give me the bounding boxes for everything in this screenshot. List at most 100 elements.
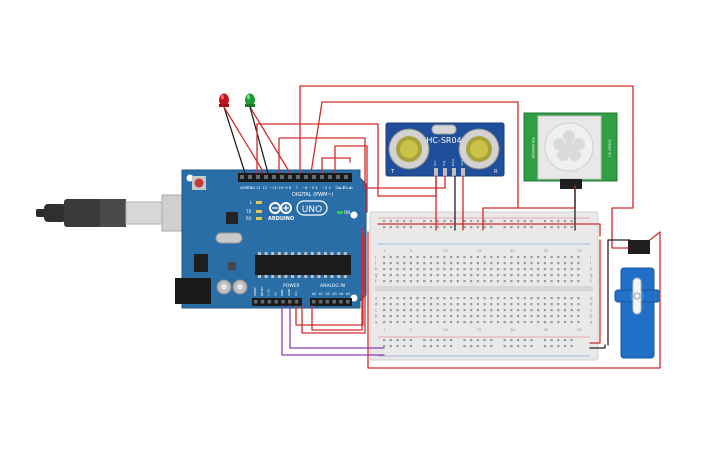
breadboard-hole[interactable] (543, 309, 546, 312)
breadboard-hole[interactable] (423, 309, 426, 312)
breadboard-hole[interactable] (510, 309, 513, 312)
breadboard-hole[interactable] (510, 315, 513, 318)
breadboard-hole[interactable] (517, 220, 520, 223)
breadboard-hole[interactable] (476, 268, 479, 271)
breadboard-hole[interactable] (510, 226, 513, 229)
breadboard-hole[interactable] (383, 297, 386, 300)
breadboard-hole[interactable] (490, 309, 493, 312)
breadboard-hole[interactable] (409, 309, 412, 312)
breadboard-hole[interactable] (503, 303, 506, 306)
breadboard-hole[interactable] (563, 303, 567, 306)
power-header-pin[interactable] (260, 300, 265, 304)
breadboard-hole[interactable] (470, 315, 473, 318)
breadboard-hole[interactable] (510, 268, 513, 271)
breadboard-hole[interactable] (523, 274, 526, 277)
breadboard-hole[interactable] (496, 297, 500, 300)
sensor-pin[interactable] (434, 168, 438, 176)
breadboard-hole[interactable] (530, 345, 533, 348)
breadboard-hole[interactable] (429, 220, 433, 223)
breadboard-hole[interactable] (510, 321, 513, 324)
breadboard-hole[interactable] (409, 303, 412, 306)
breadboard-hole[interactable] (470, 303, 473, 306)
breadboard-hole[interactable] (383, 280, 386, 283)
breadboard-hole[interactable] (443, 303, 446, 306)
breadboard-hole[interactable] (570, 280, 573, 283)
breadboard-hole[interactable] (409, 226, 412, 229)
breadboard-hole[interactable] (476, 303, 479, 306)
breadboard-hole[interactable] (503, 309, 506, 312)
breadboard-hole[interactable] (490, 339, 493, 342)
breadboard-hole[interactable] (409, 297, 412, 300)
breadboard-hole[interactable] (389, 256, 392, 259)
breadboard-hole[interactable] (543, 345, 546, 348)
breadboard-hole[interactable] (517, 297, 520, 300)
breadboard-hole[interactable] (389, 315, 392, 318)
breadboard-hole[interactable] (550, 339, 553, 342)
breadboard-hole[interactable] (543, 280, 546, 283)
breadboard-hole[interactable] (570, 226, 573, 229)
breadboard-hole[interactable] (389, 220, 392, 223)
sensor-pin[interactable] (461, 168, 465, 176)
breadboard-hole[interactable] (403, 256, 406, 259)
breadboard-hole[interactable] (443, 274, 446, 277)
breadboard-hole[interactable] (436, 309, 439, 312)
breadboard-hole[interactable] (409, 220, 412, 223)
breadboard-hole[interactable] (470, 280, 473, 283)
breadboard-hole[interactable] (429, 321, 433, 324)
breadboard-hole[interactable] (436, 345, 439, 348)
breadboard-hole[interactable] (537, 256, 540, 259)
breadboard-hole[interactable] (503, 315, 506, 318)
breadboard-hole[interactable] (436, 256, 439, 259)
breadboard-hole[interactable] (483, 274, 486, 277)
breadboard-hole[interactable] (537, 315, 540, 318)
breadboard-hole[interactable] (550, 280, 553, 283)
breadboard-hole[interactable] (557, 256, 560, 259)
breadboard-hole[interactable] (470, 274, 473, 277)
breadboard-hole[interactable] (450, 280, 453, 283)
breadboard-hole[interactable] (570, 256, 573, 259)
breadboard-hole[interactable] (429, 345, 433, 348)
breadboard-hole[interactable] (403, 280, 406, 283)
breadboard-hole[interactable] (490, 220, 493, 223)
breadboard-hole[interactable] (557, 262, 560, 265)
breadboard-hole[interactable] (490, 297, 493, 300)
breadboard-hole[interactable] (523, 268, 526, 271)
breadboard-hole[interactable] (523, 297, 526, 300)
breadboard-hole[interactable] (503, 280, 506, 283)
breadboard-hole[interactable] (436, 339, 439, 342)
breadboard-hole[interactable] (403, 274, 406, 277)
breadboard-hole[interactable] (443, 321, 446, 324)
breadboard-hole[interactable] (563, 226, 567, 229)
power-header-pin[interactable] (294, 300, 299, 304)
breadboard-hole[interactable] (416, 303, 419, 306)
breadboard-hole[interactable] (557, 297, 560, 300)
breadboard-hole[interactable] (463, 268, 466, 271)
breadboard-hole[interactable] (383, 262, 386, 265)
breadboard-hole[interactable] (443, 220, 446, 223)
breadboard-hole[interactable] (510, 339, 513, 342)
breadboard-hole[interactable] (563, 220, 567, 223)
breadboard-hole[interactable] (550, 226, 553, 229)
breadboard-hole[interactable] (517, 315, 520, 318)
breadboard-hole[interactable] (403, 220, 406, 223)
breadboard-hole[interactable] (496, 315, 500, 318)
breadboard-hole[interactable] (423, 303, 426, 306)
breadboard-hole[interactable] (570, 315, 573, 318)
breadboard-hole[interactable] (409, 274, 412, 277)
breadboard-hole[interactable] (483, 262, 486, 265)
breadboard-hole[interactable] (563, 297, 567, 300)
breadboard-hole[interactable] (570, 268, 573, 271)
breadboard-hole[interactable] (470, 297, 473, 300)
breadboard-hole[interactable] (396, 339, 399, 342)
breadboard-hole[interactable] (470, 268, 473, 271)
breadboard-hole[interactable] (416, 280, 419, 283)
breadboard-hole[interactable] (557, 321, 560, 324)
breadboard-hole[interactable] (423, 268, 426, 271)
breadboard-hole[interactable] (517, 274, 520, 277)
breadboard-hole[interactable] (409, 268, 412, 271)
breadboard-hole[interactable] (517, 268, 520, 271)
breadboard-hole[interactable] (443, 339, 446, 342)
breadboard-hole[interactable] (443, 315, 446, 318)
breadboard-hole[interactable] (403, 297, 406, 300)
breadboard-hole[interactable] (416, 262, 419, 265)
